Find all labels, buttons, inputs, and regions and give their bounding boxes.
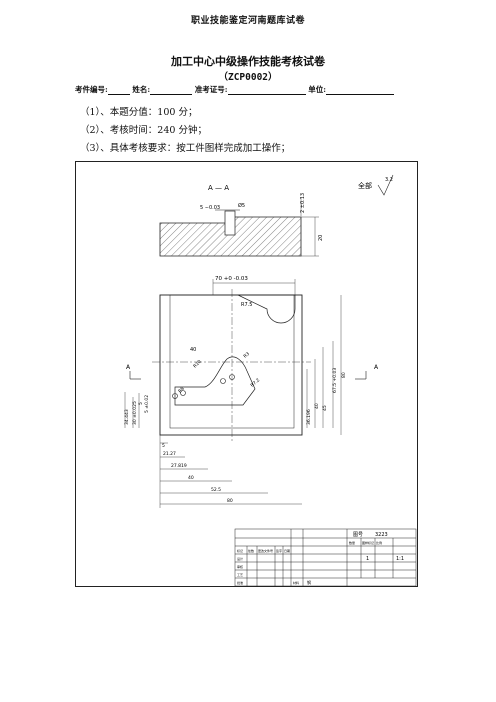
dim-r8: R8 (177, 386, 186, 395)
exam-title: 加工中心中级操作技能考核试卷 (171, 55, 325, 68)
dim-5: 5 (138, 402, 144, 405)
drawing-no-label: 图号 (353, 532, 363, 538)
dim-step-small: 2 ±0.13 (300, 193, 306, 213)
dim-30: 30 ±0.025 (132, 401, 138, 425)
svg-text:标记: 标记 (237, 548, 243, 553)
svg-text:日期: 日期 (284, 548, 290, 553)
dim-40-bottom: 40 (188, 475, 194, 481)
roughness-value: 3.2 (385, 177, 393, 183)
dim-slot-diam: Ø5 (238, 202, 245, 209)
section-view (159, 197, 319, 257)
dim-r-top: R7.5 (241, 302, 252, 308)
requirement-3: （3）、具体考核要求：按工件图样完成加工操作； (80, 143, 291, 154)
drawing-no: 3223 (375, 532, 388, 538)
dim-5b: 5 ±0.02 (144, 395, 150, 413)
quantity: 1 (366, 556, 369, 562)
candidate-no-field[interactable] (107, 85, 130, 95)
svg-text:A: A (126, 364, 131, 371)
svg-text:数量: 数量 (349, 540, 355, 545)
svg-text:比例: 比例 (376, 540, 382, 545)
dim-27-819: 27.819 (171, 463, 187, 469)
svg-text:签字: 签字 (276, 548, 282, 553)
svg-text:更改文件号: 更改文件号 (258, 548, 273, 553)
exam-code: （ZCP0002） (218, 72, 278, 83)
svg-text:图样标记: 图样标记 (362, 540, 374, 545)
plan-view (124, 279, 342, 508)
name-field[interactable] (150, 85, 193, 95)
dim-top-width: 70 +0 -0.03 (215, 276, 248, 282)
name-label: 姓名: (132, 85, 151, 94)
svg-text:审核: 审核 (237, 564, 243, 569)
dim-40-right: 40 (314, 403, 320, 409)
candidate-no-label: 考件编号: (75, 85, 108, 94)
dim-40-top: 40 (190, 347, 196, 353)
scale: 1:1 (396, 556, 404, 562)
section-arrow-left: A (126, 364, 141, 380)
drawing-frame (75, 161, 418, 587)
section-label: A — A (208, 184, 229, 192)
roughness-label: 全部 (358, 181, 372, 190)
dim-45: 45 (322, 405, 328, 411)
dim-r3: R3 (242, 351, 251, 360)
svg-text:钢: 钢 (307, 579, 311, 585)
svg-text:处数: 处数 (248, 548, 254, 553)
top-title: 职业技能鉴定河南题库试卷 (190, 16, 305, 26)
svg-text:材料: 材料 (293, 580, 299, 585)
ticket-label: 准考证号: (194, 85, 228, 94)
unit-label: 单位: (308, 85, 326, 94)
dim-r7-2: R7.2 (249, 377, 261, 388)
dim-r10: R10 (192, 359, 203, 370)
dim-34443: 34.443 (124, 409, 130, 425)
svg-text:批准: 批准 (237, 580, 243, 585)
dim-21-27: 21.27 (163, 451, 176, 457)
dim-67-5: 67.5 +0.03 (332, 368, 338, 393)
section-arrow-right: A (355, 364, 379, 380)
svg-text:工艺: 工艺 (237, 572, 243, 577)
svg-text:A: A (374, 364, 379, 371)
requirement-2: （2）、考核时间：240 分钟； (80, 125, 207, 136)
engineering-drawing: A — A 5 ∼0.03 Ø5 2 ±0.13 20 全部 3.2 (124, 174, 417, 587)
candidate-info-row: 考件编号: 姓名: 准考证号: 单位: (75, 84, 425, 96)
dim-thickness: 20 (318, 235, 324, 241)
ticket-field[interactable] (227, 85, 306, 95)
dim-36196: 36.196 (306, 409, 312, 425)
title-block (234, 528, 417, 587)
requirement-1: （1）、本题分值：100 分； (80, 107, 198, 118)
dim-52-5: 52.5 (211, 487, 221, 493)
unit-field[interactable] (326, 85, 394, 95)
dim-5-left: 5 (162, 443, 165, 449)
roughness-symbol (377, 174, 394, 196)
dim-80-right: 80 (341, 372, 347, 378)
dim-slot-width: 5 ∼0.03 (200, 205, 220, 211)
dim-80-bottom: 80 (227, 498, 233, 504)
svg-text:设计: 设计 (237, 556, 243, 561)
